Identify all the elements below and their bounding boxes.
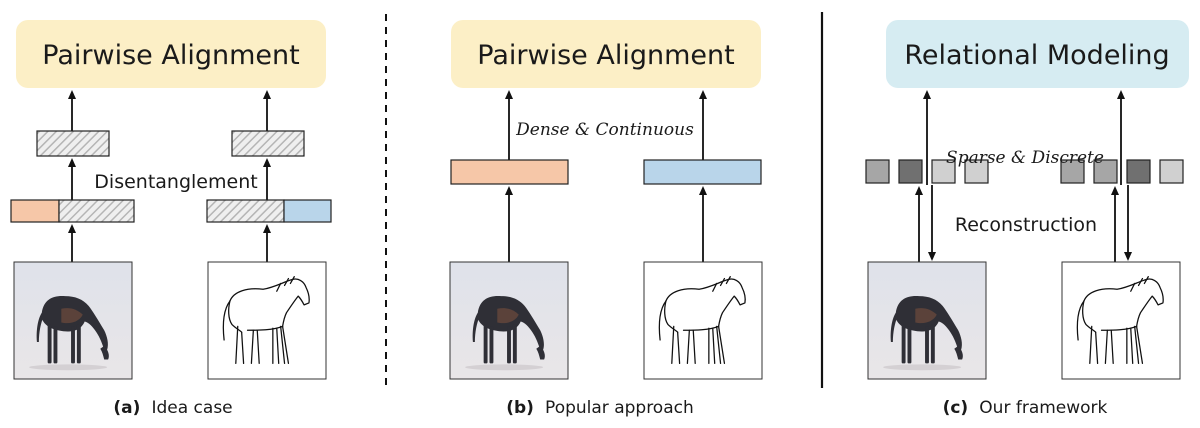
panel-a: Pairwise Alignment Disentanglement (a): [10, 20, 332, 418]
header-box-c: [886, 20, 1189, 88]
token: [964, 159, 989, 184]
token: [865, 159, 890, 184]
token: [898, 159, 923, 184]
horse-photo-icon: [449, 261, 569, 380]
horse-sketch-icon: [1061, 261, 1181, 380]
label-sparse-discrete: Sparse & Discrete: [946, 148, 1104, 168]
disentangled-feature-right: [231, 130, 305, 157]
horse-photo-icon: [13, 261, 133, 380]
caption-b: (b) Popular approach: [506, 398, 694, 418]
horse-photo-icon: [867, 261, 987, 380]
feature-orange-segment: [10, 199, 60, 223]
feature-blue-dense: [643, 159, 762, 185]
horse-sketch-icon: [207, 261, 327, 380]
feature-orange-dense: [450, 159, 569, 185]
horse-sketch-icon: [643, 261, 763, 380]
label-disentanglement: Disentanglement: [94, 171, 257, 193]
header-title-a: Pairwise Alignment: [42, 40, 299, 71]
token: [1159, 159, 1184, 184]
label-dense-continuous: Dense & Continuous: [515, 120, 694, 140]
header-title-b: Pairwise Alignment: [477, 40, 734, 71]
disentangled-feature-left: [36, 130, 110, 157]
panel-c: Relational Modeling Sparse & Discrete Re…: [865, 20, 1189, 418]
caption-c: (c) Our framework: [943, 398, 1108, 418]
token: [931, 159, 956, 184]
header-box-b: [451, 20, 761, 88]
caption-a: (a) Idea case: [113, 398, 232, 418]
feature-blue-segment: [283, 199, 332, 223]
header-box-a: [16, 20, 326, 88]
panel-b: Pairwise Alignment Dense & Continuous (b…: [449, 20, 763, 418]
token: [1093, 159, 1118, 184]
label-reconstruction: Reconstruction: [955, 214, 1097, 236]
header-title-c: Relational Modeling: [904, 40, 1169, 71]
token: [1060, 159, 1085, 184]
token: [1126, 159, 1151, 184]
feature-hatched-segment: [206, 199, 285, 223]
feature-hatched-segment: [58, 199, 135, 223]
